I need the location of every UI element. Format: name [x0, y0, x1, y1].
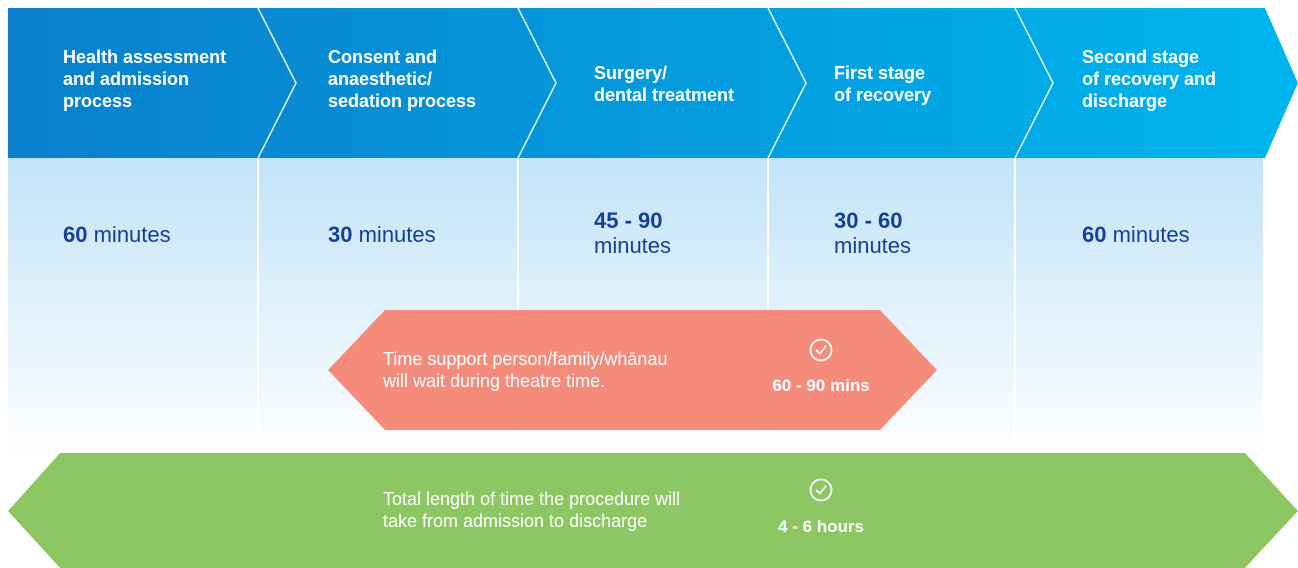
duration-unit: minutes	[1112, 222, 1190, 247]
step-5-label: Second stage of recovery and discharge	[1082, 47, 1217, 111]
step-1-label: Health assessment and admission process	[63, 47, 227, 111]
step-separator	[1014, 7, 1054, 159]
total-band-text: Total length of time the procedure will …	[383, 489, 681, 531]
steps-header-band	[8, 8, 1298, 158]
duration-unit: minutes	[358, 222, 436, 247]
duration-value: 60	[63, 222, 88, 247]
step-3-duration: 45 - 90 minutes	[594, 208, 671, 258]
clock-icon	[808, 337, 834, 368]
duration-unit: minutes	[594, 233, 672, 258]
wait-time-band	[328, 310, 937, 430]
duration-value: 45 - 90	[594, 208, 663, 233]
wait-band-text: Time support person/family/whānau will w…	[383, 349, 668, 391]
step-separator	[257, 7, 297, 159]
step-3-label: Surgery/ dental treatment	[594, 63, 735, 105]
step-separator	[767, 7, 807, 159]
duration-unit: minutes	[834, 233, 912, 258]
step-2-label: Consent and anaesthetic/ sedation proces…	[328, 47, 477, 111]
step-separators	[257, 7, 1054, 159]
total-time-band	[8, 453, 1298, 568]
step-4-label: First stage of recovery	[834, 63, 932, 105]
clock-icon	[808, 477, 834, 508]
step-4-duration: 30 - 60 minutes	[834, 208, 911, 258]
step-5-duration: 60 minutes	[1082, 222, 1190, 247]
step-2-duration: 30 minutes	[328, 222, 436, 247]
duration-unit: minutes	[93, 222, 171, 247]
total-band-value: 4 - 6 hours	[778, 517, 864, 536]
step-separator	[517, 7, 557, 159]
duration-value: 30 - 60	[834, 208, 903, 233]
step-1-duration: 60 minutes	[63, 222, 171, 247]
duration-value: 60	[1082, 222, 1107, 247]
duration-value: 30	[328, 222, 353, 247]
wait-band-value: 60 - 90 mins	[772, 376, 870, 395]
